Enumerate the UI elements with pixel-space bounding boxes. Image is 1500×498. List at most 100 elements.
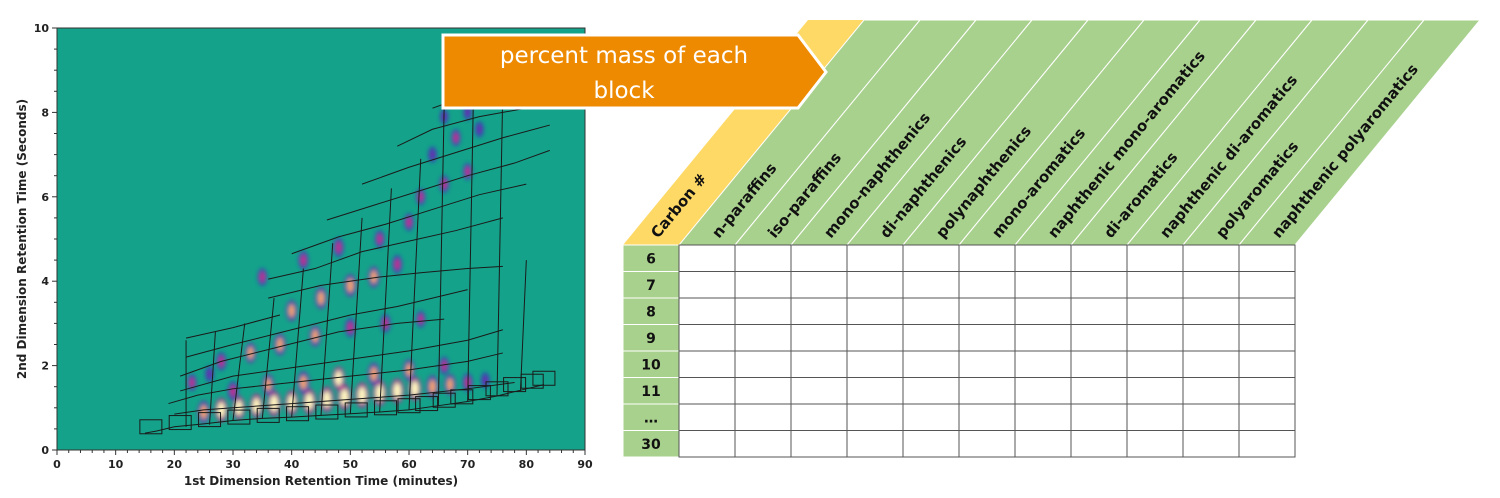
table-cell [1014, 403, 1072, 431]
row-label: 8 [646, 304, 656, 320]
region-outline [349, 217, 363, 414]
y-tick-label: 2 [41, 360, 49, 373]
table-cell [1070, 244, 1128, 272]
carbon-number-table: Carbon #n-paraffinsiso-paraffinsmono-nap… [622, 19, 1482, 458]
table-cell [790, 377, 848, 405]
region-box [227, 409, 251, 425]
y-tick-label: 10 [34, 22, 50, 35]
table-cell [846, 297, 904, 325]
intensity-spot [446, 378, 454, 392]
table-cell [958, 377, 1016, 405]
table-cell [846, 430, 904, 458]
callout-arrow-shape [441, 33, 828, 110]
row-label: 30 [641, 437, 661, 453]
table-cell [902, 271, 960, 299]
table-cell [1014, 377, 1072, 405]
x-tick-label: 80 [519, 458, 535, 471]
region-outline [291, 183, 527, 255]
table-cell [1182, 324, 1240, 352]
x-tick-label: 70 [460, 458, 476, 471]
region-outline [467, 91, 475, 402]
x-tick-label: 10 [108, 458, 124, 471]
intensity-spot [230, 384, 236, 397]
table-cell [734, 297, 792, 325]
x-tick-label: 20 [167, 458, 183, 471]
region-box [374, 400, 398, 416]
table-cell [1238, 403, 1296, 431]
table-cell [790, 297, 848, 325]
intensity-spot [406, 216, 412, 228]
table-cell [1238, 324, 1296, 352]
intensity-spot [207, 369, 213, 380]
region-box [450, 389, 474, 405]
region-boxes [139, 370, 556, 435]
table-cell [1126, 350, 1184, 378]
x-tick-label: 90 [577, 458, 593, 471]
table-cell [1070, 297, 1128, 325]
table-cell [1070, 403, 1128, 431]
table-cell [1014, 430, 1072, 458]
y-tick-label: 8 [41, 106, 49, 119]
table-cell [1070, 350, 1128, 378]
table-cell [958, 403, 1016, 431]
table-cell [902, 403, 960, 431]
intensity-spot [376, 233, 383, 245]
table-cell [1070, 324, 1128, 352]
y-tick-label: 6 [41, 191, 49, 204]
intensity-spot [453, 132, 459, 143]
table-cell [1182, 350, 1240, 378]
intensity-spot [465, 166, 471, 177]
region-box [315, 404, 339, 420]
region-outline [180, 329, 504, 392]
table-cell [902, 244, 960, 272]
table-cell [846, 324, 904, 352]
intensity-spot [288, 304, 295, 318]
table-cell [1238, 377, 1296, 405]
table-cell [1238, 430, 1296, 458]
table-cell [1070, 377, 1128, 405]
region-outline [408, 158, 422, 410]
table-cell [790, 430, 848, 458]
row-label-cell [622, 377, 680, 405]
callout-text-line2: block [593, 78, 655, 104]
intensity-spot [299, 375, 307, 390]
table-cell [902, 324, 960, 352]
intensity-spot [311, 329, 319, 343]
region-outline [437, 103, 445, 406]
intensity-spot [259, 271, 266, 283]
region-outline [232, 323, 246, 421]
intensity-spot [276, 337, 284, 352]
intensity-spot [411, 381, 419, 397]
intensity-spot [375, 385, 384, 402]
table-cell [1126, 377, 1184, 405]
intensity-spot [322, 391, 331, 408]
region-outline [519, 260, 527, 391]
table-cell [678, 377, 736, 405]
table-cell [958, 271, 1016, 299]
region-outline [326, 149, 550, 221]
table-cell [790, 403, 848, 431]
intensity-spot [394, 258, 401, 271]
intensity-spot [382, 317, 389, 330]
table-cell [958, 324, 1016, 352]
table-cell [1238, 350, 1296, 378]
table-cell [734, 244, 792, 272]
region-box [198, 412, 222, 428]
region-box [467, 385, 491, 401]
table-cell [1238, 297, 1296, 325]
region-box [344, 402, 368, 418]
table-cell [1182, 403, 1240, 431]
row-label: 7 [646, 278, 656, 294]
intensity-spot [358, 387, 367, 404]
table-cell [958, 430, 1016, 458]
table-cell [1126, 430, 1184, 458]
intensity-spot [334, 371, 343, 386]
table-cell [1126, 297, 1184, 325]
x-tick-label: 50 [343, 458, 359, 471]
table-cell [902, 297, 960, 325]
row-label-cell [622, 430, 680, 458]
table-cell [734, 403, 792, 431]
intensity-spot [305, 393, 314, 410]
